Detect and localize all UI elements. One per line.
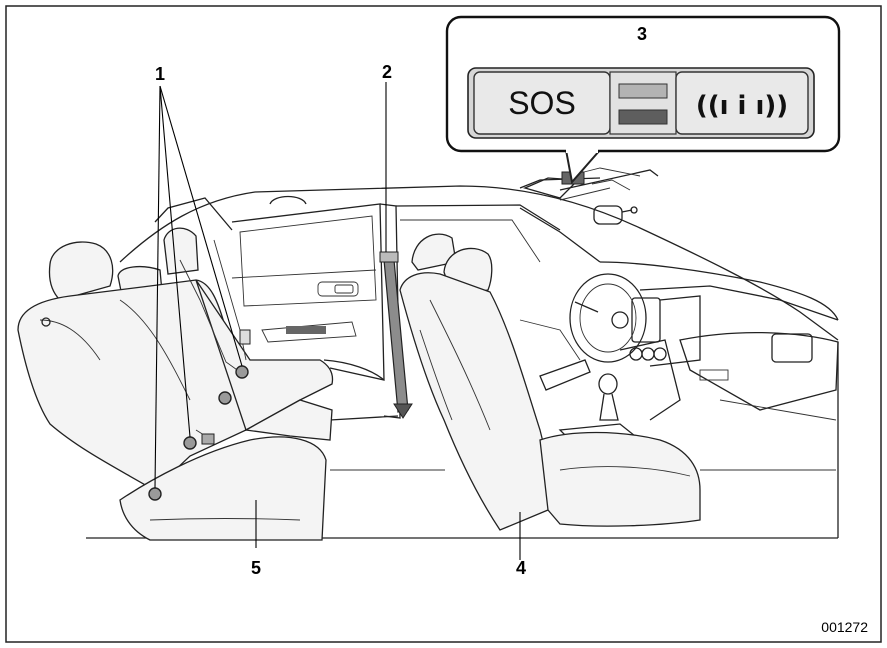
sos-label: SOS — [508, 85, 576, 121]
front-seat — [399, 233, 701, 531]
callout-3: 3 — [637, 24, 647, 44]
anchor-marker — [235, 365, 249, 379]
anchor-marker — [218, 391, 232, 405]
info-call-icon: ((ı i ı)) — [696, 91, 788, 121]
figure-code: 001272 — [821, 619, 868, 635]
callout-2: 2 — [382, 62, 392, 82]
anchor-marker — [183, 436, 197, 450]
indicator-light-bottom — [618, 109, 668, 125]
info-label: ((ı i ı)) — [696, 91, 788, 121]
anchor-marker — [148, 487, 162, 501]
car-body-outline — [119, 167, 839, 471]
indicator-area — [609, 71, 677, 135]
b-pillar-seatbelt — [379, 251, 413, 419]
seatbelt-anchor-markers — [148, 365, 249, 501]
info-button — [675, 71, 809, 135]
callout-1: 1 — [155, 64, 165, 84]
callout-5: 5 — [251, 558, 261, 578]
callout-4: 4 — [516, 558, 526, 578]
sos-panel-callout: SOS ((ı i ı)) — [445, 15, 841, 185]
indicator-light-top — [618, 83, 668, 99]
